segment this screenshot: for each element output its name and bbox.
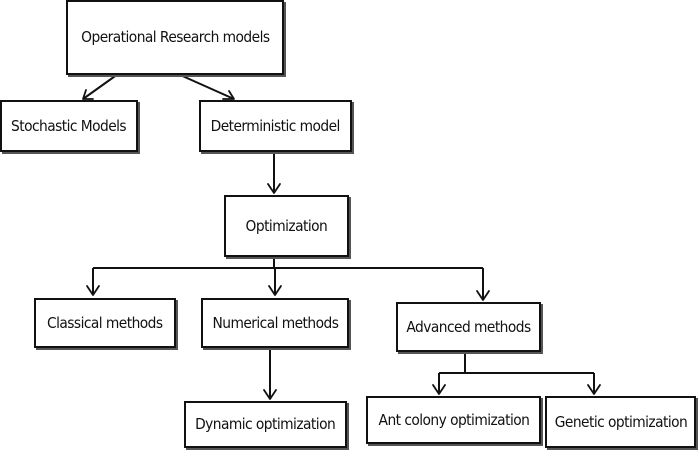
node-genetic-optimization: Genetic optimization bbox=[545, 396, 696, 448]
node-deterministic-model: Deterministic model bbox=[199, 100, 352, 152]
edge-or-to-deterministic bbox=[177, 73, 235, 100]
node-classical-methods: Classical methods bbox=[34, 298, 176, 348]
arrowhead-numerical bbox=[268, 285, 282, 296]
arrowhead-advanced bbox=[476, 290, 490, 301]
node-operational-research-models: Operational Research models bbox=[66, 0, 284, 75]
node-advanced-methods: Advanced methods bbox=[396, 302, 541, 352]
node-optimization-label: Optimization bbox=[245, 216, 328, 235]
node-stochastic-models: Stochastic Models bbox=[0, 100, 138, 152]
arrowhead-stochastic bbox=[82, 89, 94, 100]
node-operational-research-models-label: Operational Research models bbox=[80, 28, 270, 46]
node-dynamic-optimization: Dynamic optimization bbox=[184, 401, 347, 448]
arrowhead-classical bbox=[86, 285, 100, 296]
arrowhead-genetic bbox=[587, 384, 601, 395]
node-optimization: Optimization bbox=[224, 195, 349, 257]
node-numerical-methods-label: Numerical methods bbox=[212, 313, 338, 332]
arrowhead-deterministic bbox=[222, 90, 235, 100]
node-ant-colony-optimization: Ant colony optimization bbox=[366, 396, 541, 444]
node-classical-methods-label: Classical methods bbox=[47, 313, 163, 332]
node-ant-colony-optimization-label: Ant colony optimization bbox=[378, 410, 529, 429]
node-numerical-methods: Numerical methods bbox=[201, 298, 349, 348]
edge-or-to-stochastic bbox=[82, 73, 119, 100]
arrowhead-ant-colony bbox=[432, 384, 446, 395]
node-genetic-optimization-label: Genetic optimization bbox=[554, 412, 687, 431]
node-stochastic-models-label: Stochastic Models bbox=[11, 116, 127, 135]
arrowhead-optimization bbox=[267, 183, 281, 194]
node-dynamic-optimization-label: Dynamic optimization bbox=[195, 415, 336, 433]
arrowhead-dynamic bbox=[263, 389, 277, 400]
node-advanced-methods-label: Advanced methods bbox=[406, 317, 531, 336]
node-deterministic-model-label: Deterministic model bbox=[210, 116, 341, 135]
